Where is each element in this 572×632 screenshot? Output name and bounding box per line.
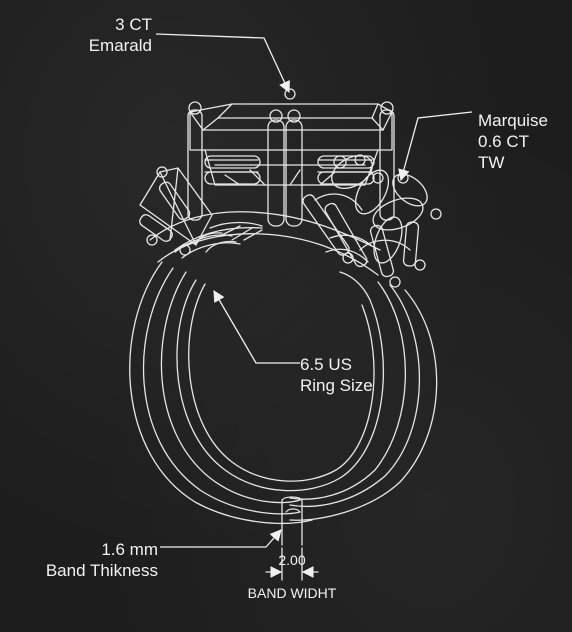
emerald-carat-label: 3 CT <box>115 15 152 34</box>
ring-size-value: 6.5 US <box>300 355 352 374</box>
band-thickness-annotation: 1.6 mm Band Thikness <box>20 539 158 581</box>
marquise-tw-label: TW <box>478 153 505 172</box>
emerald-stone-label: Emarald <box>88 36 152 55</box>
ring-inner-opening <box>176 271 384 492</box>
marquise-annotation: Marquise 0.6 CT TW <box>478 110 548 173</box>
marquise-carat-label: 0.6 CT <box>478 132 530 151</box>
emerald-annotation: 3 CT Emarald <box>70 14 152 56</box>
band-thickness-label: Band Thikness <box>45 561 158 580</box>
band-thickness-leader-line <box>160 529 282 548</box>
right-marquise-cluster <box>302 154 442 288</box>
marquise-stone-label: Marquise <box>478 111 548 130</box>
band-width-dimension <box>265 547 319 581</box>
ring-size-annotation: 6.5 US Ring Size <box>300 354 373 396</box>
emerald-stone <box>189 103 393 186</box>
emerald-leader-line <box>155 33 290 94</box>
ring-size-label: Ring Size <box>300 376 373 395</box>
ring-size-leader-line <box>213 289 300 364</box>
band-width-label: BAND WIDHT <box>247 585 337 601</box>
band-thickness-value: 1.6 mm <box>101 540 158 559</box>
band-width-value: 2.00 <box>278 552 306 568</box>
marquise-leader-line <box>398 111 473 182</box>
ring-band <box>129 261 438 546</box>
emerald-prongs <box>187 88 395 227</box>
left-side-stones <box>139 166 241 259</box>
